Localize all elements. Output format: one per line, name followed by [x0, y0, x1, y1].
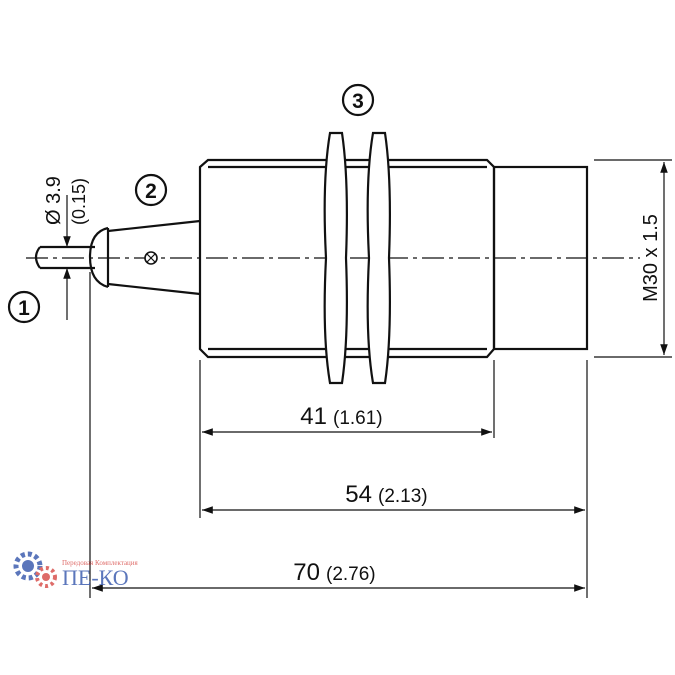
dimension-41: 41 (1.61) [202, 403, 492, 436]
dimension-41-inch-text: (1.61) [333, 408, 383, 429]
dimension-54-text: 54 [345, 481, 372, 508]
cable-gland [88, 219, 201, 296]
dimension-70-inch-text: (2.76) [326, 564, 376, 585]
thread-text: M30 x 1.5 [640, 214, 662, 302]
dimension-70-text: 70 [293, 559, 320, 586]
mounting-nut-right [366, 131, 391, 385]
cable-diameter-inch-text: (0.15) [69, 178, 89, 225]
cable-diameter-text: Ø 3.9 [43, 176, 65, 225]
mounting-nut-left [323, 131, 348, 385]
cable-diameter-dimension: Ø 3.9 (0.15) [43, 176, 89, 320]
watermark-text: ПЕ-КО [62, 565, 129, 590]
sensing-face [492, 165, 589, 351]
callout-2: 2 [134, 173, 168, 207]
dimension-41-text: 41 [300, 403, 327, 430]
callout-3-label: 3 [352, 90, 364, 113]
watermark-tagline: Передовая Комплектация [62, 559, 139, 567]
callout-1-label: 1 [18, 297, 30, 320]
callout-1: 1 [7, 290, 41, 324]
gear-icon [13, 551, 57, 588]
dimension-70: 70 (2.76) [92, 559, 585, 592]
callout-3: 3 [341, 83, 375, 117]
dimension-54-inch-text: (2.13) [378, 486, 428, 507]
dimension-54: 54 (2.13) [202, 481, 585, 514]
watermark-logo: Передовая Комплектация ПЕ-КО [13, 551, 139, 590]
callout-2-label: 2 [145, 180, 157, 203]
thread-dimension: M30 x 1.5 [594, 159, 672, 358]
